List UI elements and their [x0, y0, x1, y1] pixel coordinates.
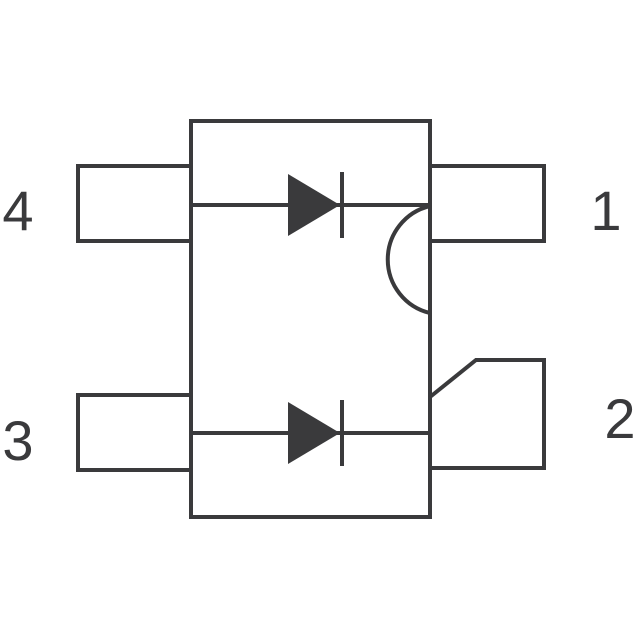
upper-diode [191, 172, 430, 238]
pin-3-lead [76, 393, 191, 472]
orientation-notch [385, 204, 431, 315]
pin-label-2: 2 [604, 387, 635, 450]
pin-4-lead [76, 164, 191, 243]
pin-label-4: 4 [2, 179, 33, 242]
upper-diode-anode-triangle [288, 174, 340, 236]
lower-diode-anode-triangle [288, 402, 340, 464]
pin-label-1: 1 [590, 179, 621, 242]
lower-diode [191, 400, 430, 466]
pin-1-lead [430, 164, 546, 243]
pin-label-3: 3 [2, 409, 33, 472]
package-body [189, 119, 432, 519]
pin-2-lead [428, 358, 546, 470]
